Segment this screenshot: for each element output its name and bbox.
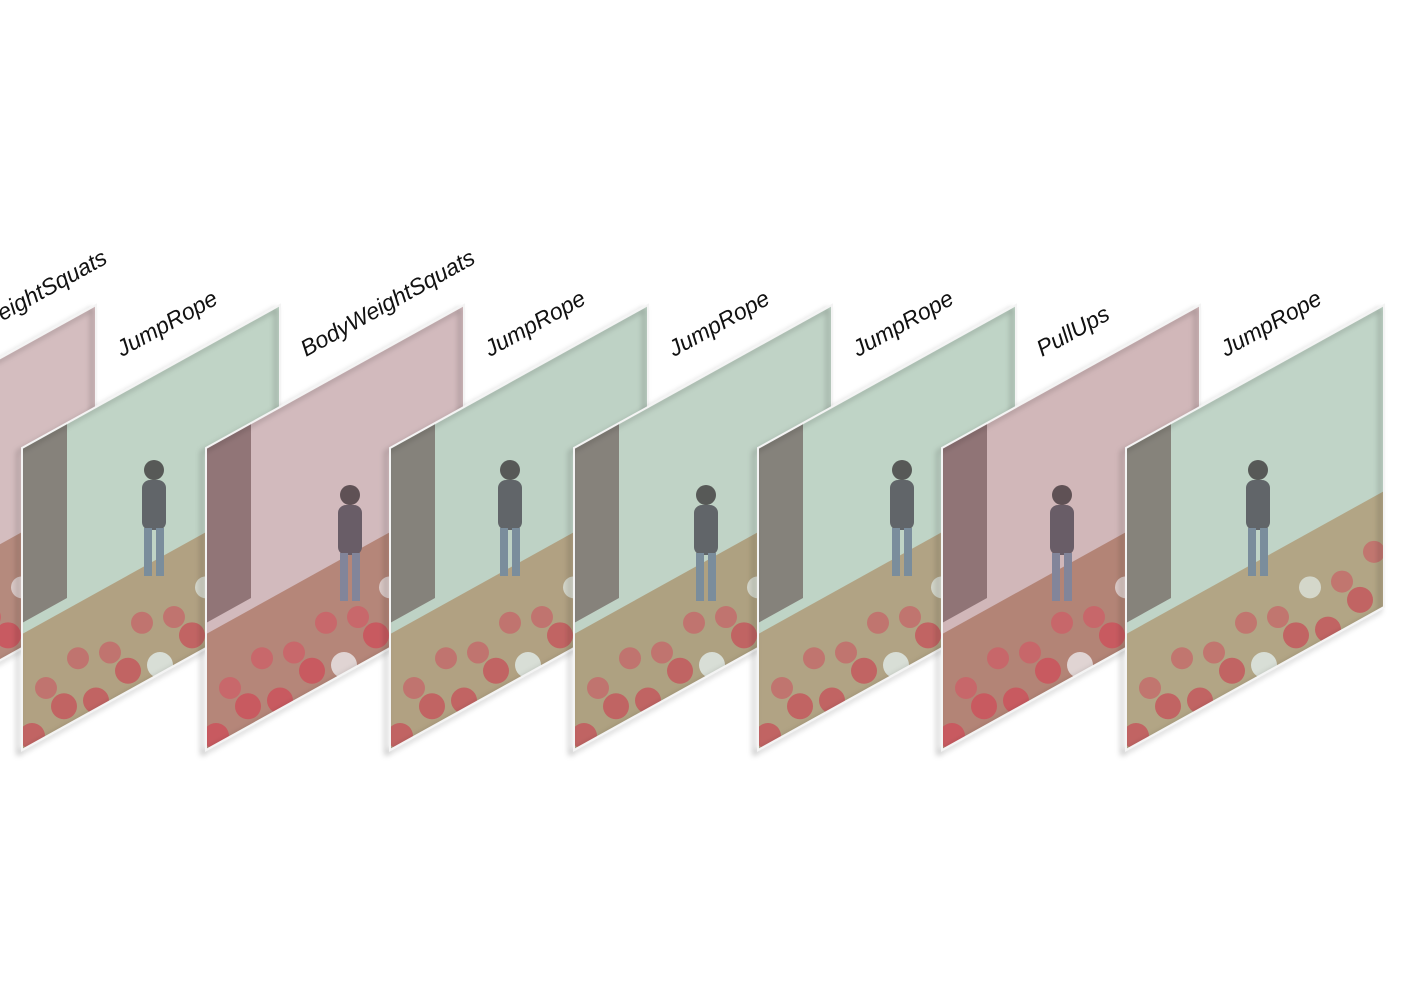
frame-label: PullUps <box>1032 300 1114 361</box>
frame-8: JumpRope <box>1125 285 1385 752</box>
person-head <box>1052 485 1072 505</box>
person-head <box>340 485 360 505</box>
person-head <box>144 460 164 480</box>
person-head <box>696 485 716 505</box>
person-head <box>892 460 912 480</box>
person-head <box>1248 460 1268 480</box>
person-head <box>500 460 520 480</box>
